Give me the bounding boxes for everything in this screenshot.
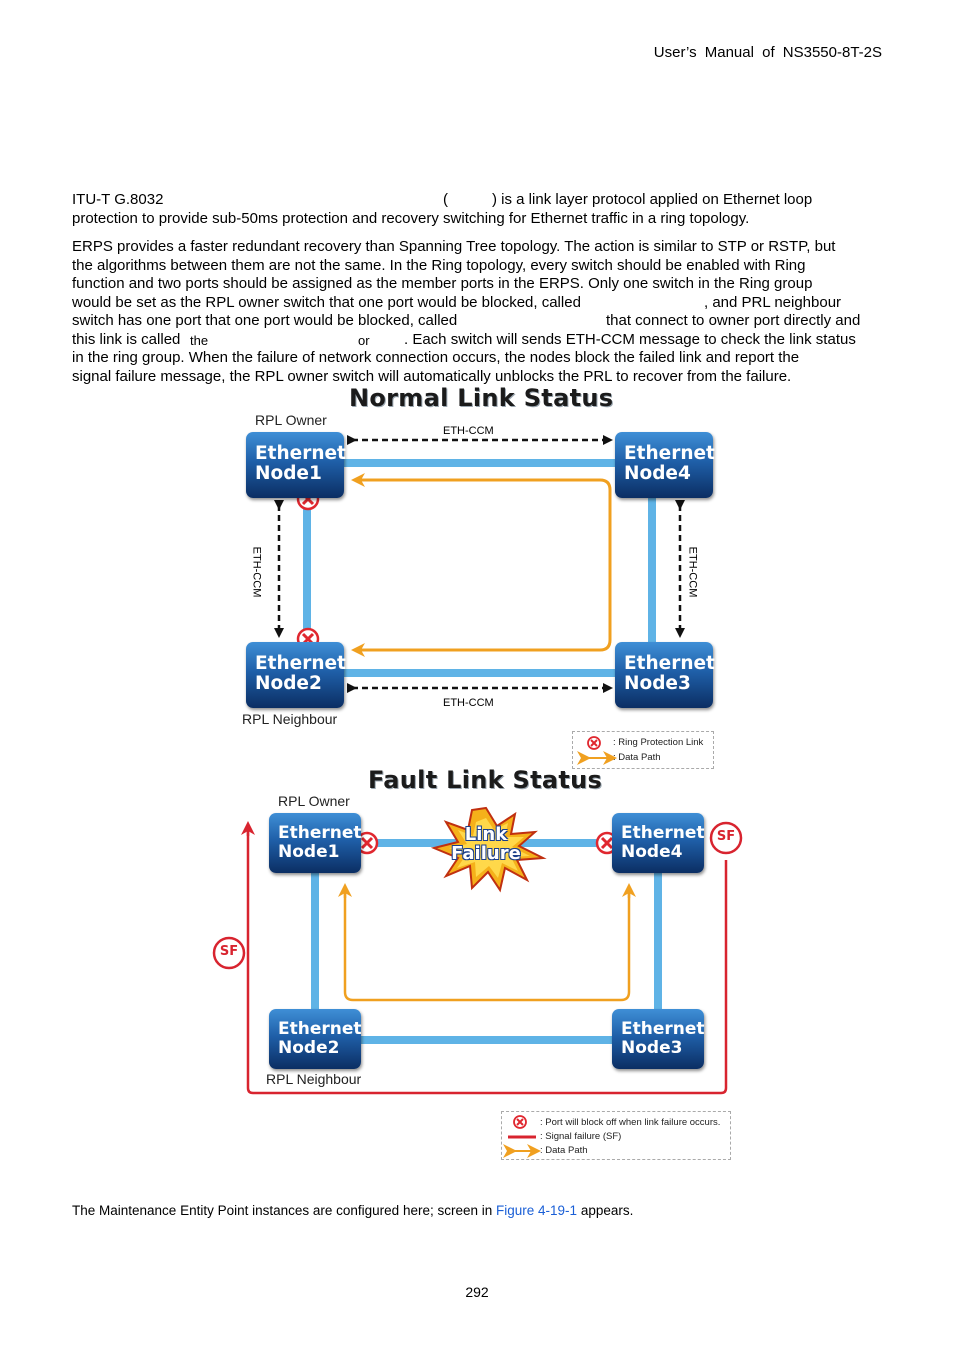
- node-line2: Node2: [278, 1038, 340, 1058]
- node-line2: Node4: [621, 842, 683, 862]
- signal-failure-path: [246, 832, 728, 1095]
- body-line-6b: . Each switch will sends ETH-CCM message…: [404, 330, 856, 348]
- fault-node2: Ethernet Node2: [269, 1009, 362, 1069]
- node-line2: Node2: [255, 673, 322, 694]
- footer-text-before: The Maintenance Entity Point instances a…: [72, 1203, 493, 1218]
- node-line1: Ethernet: [278, 823, 362, 843]
- body-line-6-or: or: [358, 333, 370, 348]
- normal-rpl-owner-label: RPL Owner: [255, 412, 327, 428]
- footer-sentence: The Maintenance Entity Point instances a…: [72, 1203, 633, 1218]
- running-header: User’s Manual of NS3550-8T-2S: [653, 44, 882, 61]
- intro-standard-name: ITU-T G.8032: [72, 191, 164, 208]
- node-line2: Node1: [255, 463, 322, 484]
- fault-status-title: Fault Link Status: [368, 766, 603, 794]
- node-line2: Node3: [624, 673, 691, 694]
- node-line1: Ethernet: [621, 1019, 705, 1039]
- node-line2: Node4: [624, 463, 691, 484]
- node-line1: Ethernet: [255, 653, 346, 674]
- page-number: 292: [465, 1284, 489, 1300]
- body-line-5a: switch has one port that one port would …: [72, 312, 458, 329]
- normal-eth-ccm-right: ETH-CCM: [686, 546, 699, 598]
- legend-sf-text: : Signal failure (SF): [540, 1131, 622, 1142]
- normal-node3: Ethernet Node3: [615, 642, 715, 708]
- fault-rpl-neighbour-label: RPL Neighbour: [266, 1071, 362, 1087]
- normal-status-title: Normal Link Status: [349, 384, 614, 412]
- fault-node3: Ethernet Node3: [612, 1009, 705, 1069]
- normal-legend: : Ring Protection Link : Data Path: [572, 731, 714, 769]
- body-line-2: the algorithms between them are not the …: [72, 256, 806, 274]
- legend-path-text: : Data Path: [613, 752, 661, 763]
- body-line-5b: that connect to owner port directly and: [606, 312, 861, 329]
- fault-data-path: [343, 892, 631, 1002]
- normal-eth-ccm-left: ETH-CCM: [250, 546, 263, 598]
- normal-eth-ccm-bottom: ETH-CCM: [443, 697, 494, 709]
- node-line2: Node3: [621, 1038, 683, 1058]
- fault-node4: Ethernet Node4: [612, 813, 705, 873]
- body-line-3: function and two ports should be assigne…: [72, 275, 813, 292]
- node-line2: Node1: [278, 842, 340, 862]
- node-line1: Ethernet: [624, 653, 715, 674]
- sf-badge-icon: [709, 821, 743, 855]
- intro-open-paren: (: [443, 191, 448, 208]
- legend-rpl-text: : Ring Protection Link: [613, 737, 704, 748]
- link-failure-line2: Failure: [451, 843, 521, 864]
- node-line1: Ethernet: [624, 443, 715, 464]
- normal-rpl-neighbour-label: RPL Neighbour: [242, 711, 338, 727]
- body-line-6a: this link is called: [72, 330, 181, 348]
- sf-badge-icon: [212, 936, 246, 970]
- normal-eth-ccm-top: ETH-CCM: [443, 425, 494, 437]
- normal-node2: Ethernet Node2: [246, 642, 346, 708]
- intro-line1-text: is a link layer protocol applied on Ethe…: [501, 191, 813, 208]
- body-line-1: ERPS provides a faster redundant recover…: [72, 238, 836, 255]
- node-line1: Ethernet: [255, 443, 346, 464]
- fault-legend: : Port will block off when link failure …: [501, 1111, 731, 1160]
- link-failure-label: Link Failure: [438, 825, 534, 863]
- legend-block-icon: [587, 736, 601, 750]
- fault-rpl-owner-label: RPL Owner: [278, 793, 350, 809]
- normal-ring-links: [303, 459, 656, 677]
- link-failure-line1: Link: [464, 824, 508, 845]
- node-line1: Ethernet: [278, 1019, 362, 1039]
- normal-node1: Ethernet Node1: [246, 432, 346, 498]
- legend-block-icon: [513, 1115, 527, 1129]
- normal-eth-ccm-arrows: [274, 435, 685, 693]
- normal-data-path: [351, 478, 612, 657]
- body-line-7: in the ring group. When the failure of n…: [72, 349, 800, 366]
- body-line-4a: would be set as the RPL owner switch tha…: [72, 293, 581, 311]
- intro-line1-rest: ) is a link layer protocol applied on Et…: [492, 191, 812, 210]
- legend-fault-path-text: : Data Path: [540, 1145, 588, 1156]
- body-line-8: signal failure message, the RPL owner sw…: [72, 367, 792, 385]
- node-line1: Ethernet: [621, 823, 705, 843]
- intro-close-paren: ): [492, 191, 497, 208]
- sf-badge-right-text: SF: [716, 829, 736, 844]
- intro-line2: protection to provide sub-50ms protectio…: [72, 210, 750, 227]
- normal-node4: Ethernet Node4: [615, 432, 715, 498]
- footer-text-after: appears.: [580, 1203, 634, 1218]
- body-line-6-the: the: [190, 333, 209, 348]
- legend-block-text: : Port will block off when link failure …: [540, 1117, 721, 1128]
- sf-badge-left-text: SF: [219, 944, 239, 959]
- figure-link[interactable]: Figure 4-19-1: [496, 1203, 578, 1218]
- fault-node1: Ethernet Node1: [269, 813, 362, 873]
- body-line-4b: , and PRL neighbour: [704, 293, 842, 311]
